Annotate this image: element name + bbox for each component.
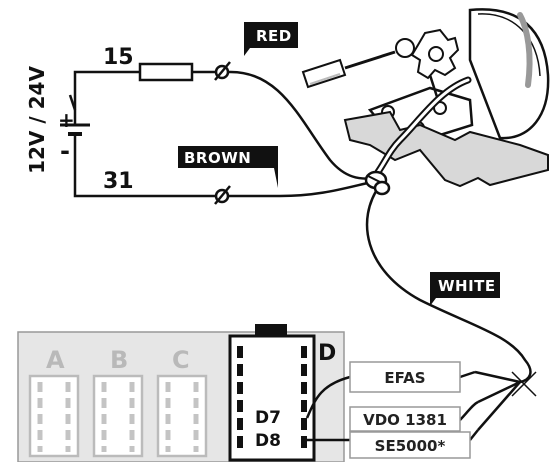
connector-slot-b: B xyxy=(92,346,144,458)
white-wire-label: WHITE xyxy=(438,277,496,295)
white-wire-tag: WHITE xyxy=(430,272,500,306)
destination-vdo: VDO 1381 xyxy=(349,406,461,432)
destination-se: SE5000* xyxy=(349,431,471,459)
screwdriver-icon xyxy=(301,50,396,89)
connector-slot-a: A xyxy=(28,346,80,458)
splice-marker-icon xyxy=(511,371,537,397)
connector-slot-d: D D7 D8 xyxy=(228,324,336,462)
screw-head-icon xyxy=(395,38,415,58)
se-label: SE5000* xyxy=(375,437,446,455)
terminal-15-label: 15 xyxy=(103,45,134,70)
pin-d8-label: D8 xyxy=(255,431,281,451)
battery-minus-sign: - xyxy=(60,137,70,165)
battery-plus-sign: + xyxy=(58,108,75,132)
pin-d7-label: D7 xyxy=(255,408,281,428)
slot-b-label: B xyxy=(110,346,128,374)
voltage-label: 12V / 24V xyxy=(25,66,49,174)
efas-label: EFAS xyxy=(384,369,425,387)
slot-a-label: A xyxy=(46,346,65,374)
switch-icon xyxy=(68,94,77,111)
fuse-icon xyxy=(138,62,194,82)
connector-panel: A B C D xyxy=(17,324,345,462)
output-wires xyxy=(305,370,479,442)
vdo-label: VDO 1381 xyxy=(363,411,447,429)
slot-d-label: D xyxy=(318,341,336,366)
destination-efas: EFAS xyxy=(349,361,461,393)
slot-c-label: C xyxy=(172,346,190,374)
cable-gland xyxy=(364,170,391,196)
connector-slot-c: C xyxy=(156,346,208,458)
tachograph-illustration xyxy=(301,8,550,188)
red-wire-tag: RED xyxy=(244,22,298,56)
power-circuit xyxy=(60,61,532,431)
brown-wire-label: BROWN xyxy=(184,149,251,167)
red-wire-label: RED xyxy=(256,27,292,45)
brown-wire-tag: BROWN xyxy=(178,146,278,188)
terminal-31-label: 31 xyxy=(103,169,134,194)
